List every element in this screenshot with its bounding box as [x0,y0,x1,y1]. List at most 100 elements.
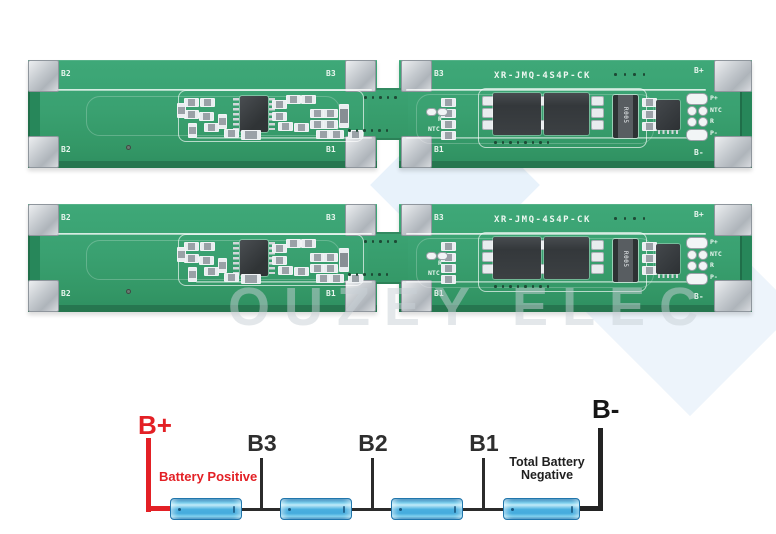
silk-line [196,137,372,139]
sense-resistor-value: R005 [622,251,629,268]
smd-resistor [441,275,456,284]
smd-resistor [642,242,657,251]
solder-pad-b-minus [714,280,752,312]
silk-line [196,281,372,283]
via-row [364,96,397,99]
silk-label-b2: B2 [61,213,71,222]
smd-capacitor [241,274,261,284]
silk-label-p-minus: P- [710,129,718,137]
silk-label-b3: B3 [326,213,336,222]
board-edge-right [740,92,752,136]
output-pad-r [698,261,708,271]
total-negative-caption: Total Battery Negative [492,456,602,482]
mosfet [493,93,541,135]
tap-wire-b2 [371,458,374,510]
smd-resistor [642,266,657,275]
silk-label-r: R [710,261,714,269]
board-edge-right [740,236,752,280]
battery-cell-2 [280,498,352,520]
smd-resistor [294,123,309,132]
regulator-ic [656,100,680,134]
smd-resistor [184,110,199,119]
mosfet-pad [591,120,604,130]
smd-resistor [188,267,197,282]
battery-cell-1 [170,498,242,520]
regulator-ic [656,244,680,278]
output-pad-r [687,117,697,127]
mosfet-pad [591,96,604,106]
via-row [348,273,388,276]
silk-label-b1: B1 [326,145,336,154]
via-row [494,141,549,144]
smd-resistor [642,110,657,119]
smd-resistor [200,242,215,251]
smd-resistor [218,114,227,129]
smd-resistor [286,95,301,104]
silk-line [406,89,706,91]
smd-resistor [323,109,338,118]
tap-wire-b1 [482,458,485,510]
smd-resistor [301,95,316,104]
solder-pad-b-plus [714,60,752,92]
smd-resistor [177,247,186,262]
smd-resistor [188,123,197,138]
silk-label-b2: B2 [61,289,71,298]
smd-capacitor [339,104,349,128]
via-hole [126,145,131,150]
silk-label-b2: B2 [61,69,71,78]
smd-resistor [272,256,287,265]
silk-label-b-plus: B+ [694,66,704,75]
smd-resistor [286,239,301,248]
series-wire [172,508,602,511]
silk-model-number: XR-JMQ-4S4P-CK [494,215,591,225]
smd-resistor [199,256,214,265]
smd-resistor [323,253,338,262]
mosfet-pad [591,264,604,274]
smd-resistor [441,98,456,107]
total-negative-line2: Negative [520,468,574,482]
smd-resistor [199,112,214,121]
smd-resistor [329,274,344,283]
positive-wire-horizontal [146,506,174,511]
silk-label-r: R [438,259,442,267]
smd-resistor [200,98,215,107]
silk-label-b-minus: B- [694,148,704,157]
silk-label-p-plus: P+ [710,94,718,102]
solder-oval-pad [426,108,437,116]
smd-resistor [272,100,287,109]
current-sense-resistor: R005 [613,95,638,138]
mosfet [544,237,589,279]
output-pad-p-minus [686,129,708,141]
positive-wire-vertical [146,438,151,512]
silk-line [406,233,706,235]
smd-resistor [184,254,199,263]
silk-label-b2: B2 [61,145,71,154]
smd-resistor [323,264,338,273]
solder-oval-pad [437,252,448,260]
smd-resistor [278,266,293,275]
output-pad-r [687,261,697,271]
output-pad-ntc [687,250,697,260]
smd-resistor [301,239,316,248]
silk-line [406,281,706,283]
smd-resistor [441,242,456,251]
smd-resistor [642,98,657,107]
mosfet [493,237,541,279]
solder-pad-b2-top [28,60,59,92]
silk-label-ntc: NTC [428,125,440,133]
smd-resistor [272,244,287,253]
smd-resistor [184,98,199,107]
solder-pad-b-minus [714,136,752,168]
diagram-b-minus-label: B- [592,394,620,424]
output-pad-ntc [698,250,708,260]
current-sense-resistor: R005 [613,239,638,282]
protection-ic [233,240,275,276]
smd-resistor [441,264,456,273]
silk-label-r: R [710,117,714,125]
smd-resistor [441,131,456,140]
solder-pad-b3-right [401,60,432,92]
diagram-b-plus-label: B+ [138,410,172,440]
board-edge-left [28,234,40,282]
total-negative-line1: Total Battery [509,455,585,469]
smd-resistor [224,273,239,282]
